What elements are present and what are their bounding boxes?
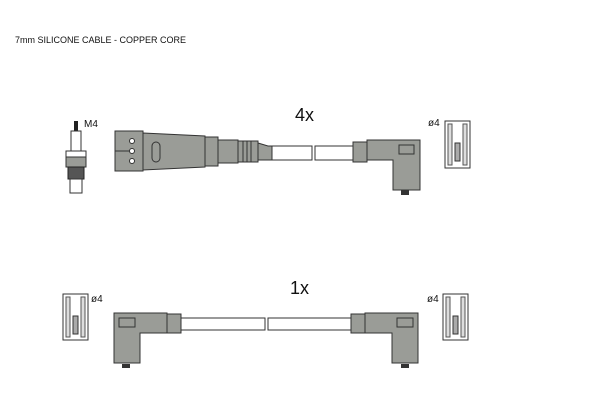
plug-thread-label: M4 bbox=[84, 119, 98, 130]
right-elbow-boot bbox=[350, 312, 419, 368]
left-elbow-boot bbox=[113, 312, 182, 368]
terminal-cap-icon bbox=[444, 120, 471, 169]
cable-spec-caption: 7mm SILICONE CABLE - COPPER CORE bbox=[15, 35, 187, 45]
bottom-quantity-label: 1x bbox=[290, 278, 309, 298]
bottom-cable bbox=[180, 317, 352, 331]
top-quantity-label: 4x bbox=[295, 105, 314, 125]
left-cap-diameter-label: ø4 bbox=[91, 294, 103, 305]
right-terminal-cap-icon bbox=[442, 293, 469, 341]
left-terminal-cap-icon bbox=[62, 293, 89, 341]
top-cap-diameter-label: ø4 bbox=[428, 118, 440, 129]
spark-plug-icon bbox=[65, 121, 87, 194]
distributor-elbow-boot bbox=[352, 139, 421, 195]
right-cap-diameter-label: ø4 bbox=[427, 294, 439, 305]
top-cable bbox=[271, 145, 356, 161]
coil-connector-boot bbox=[114, 130, 273, 172]
